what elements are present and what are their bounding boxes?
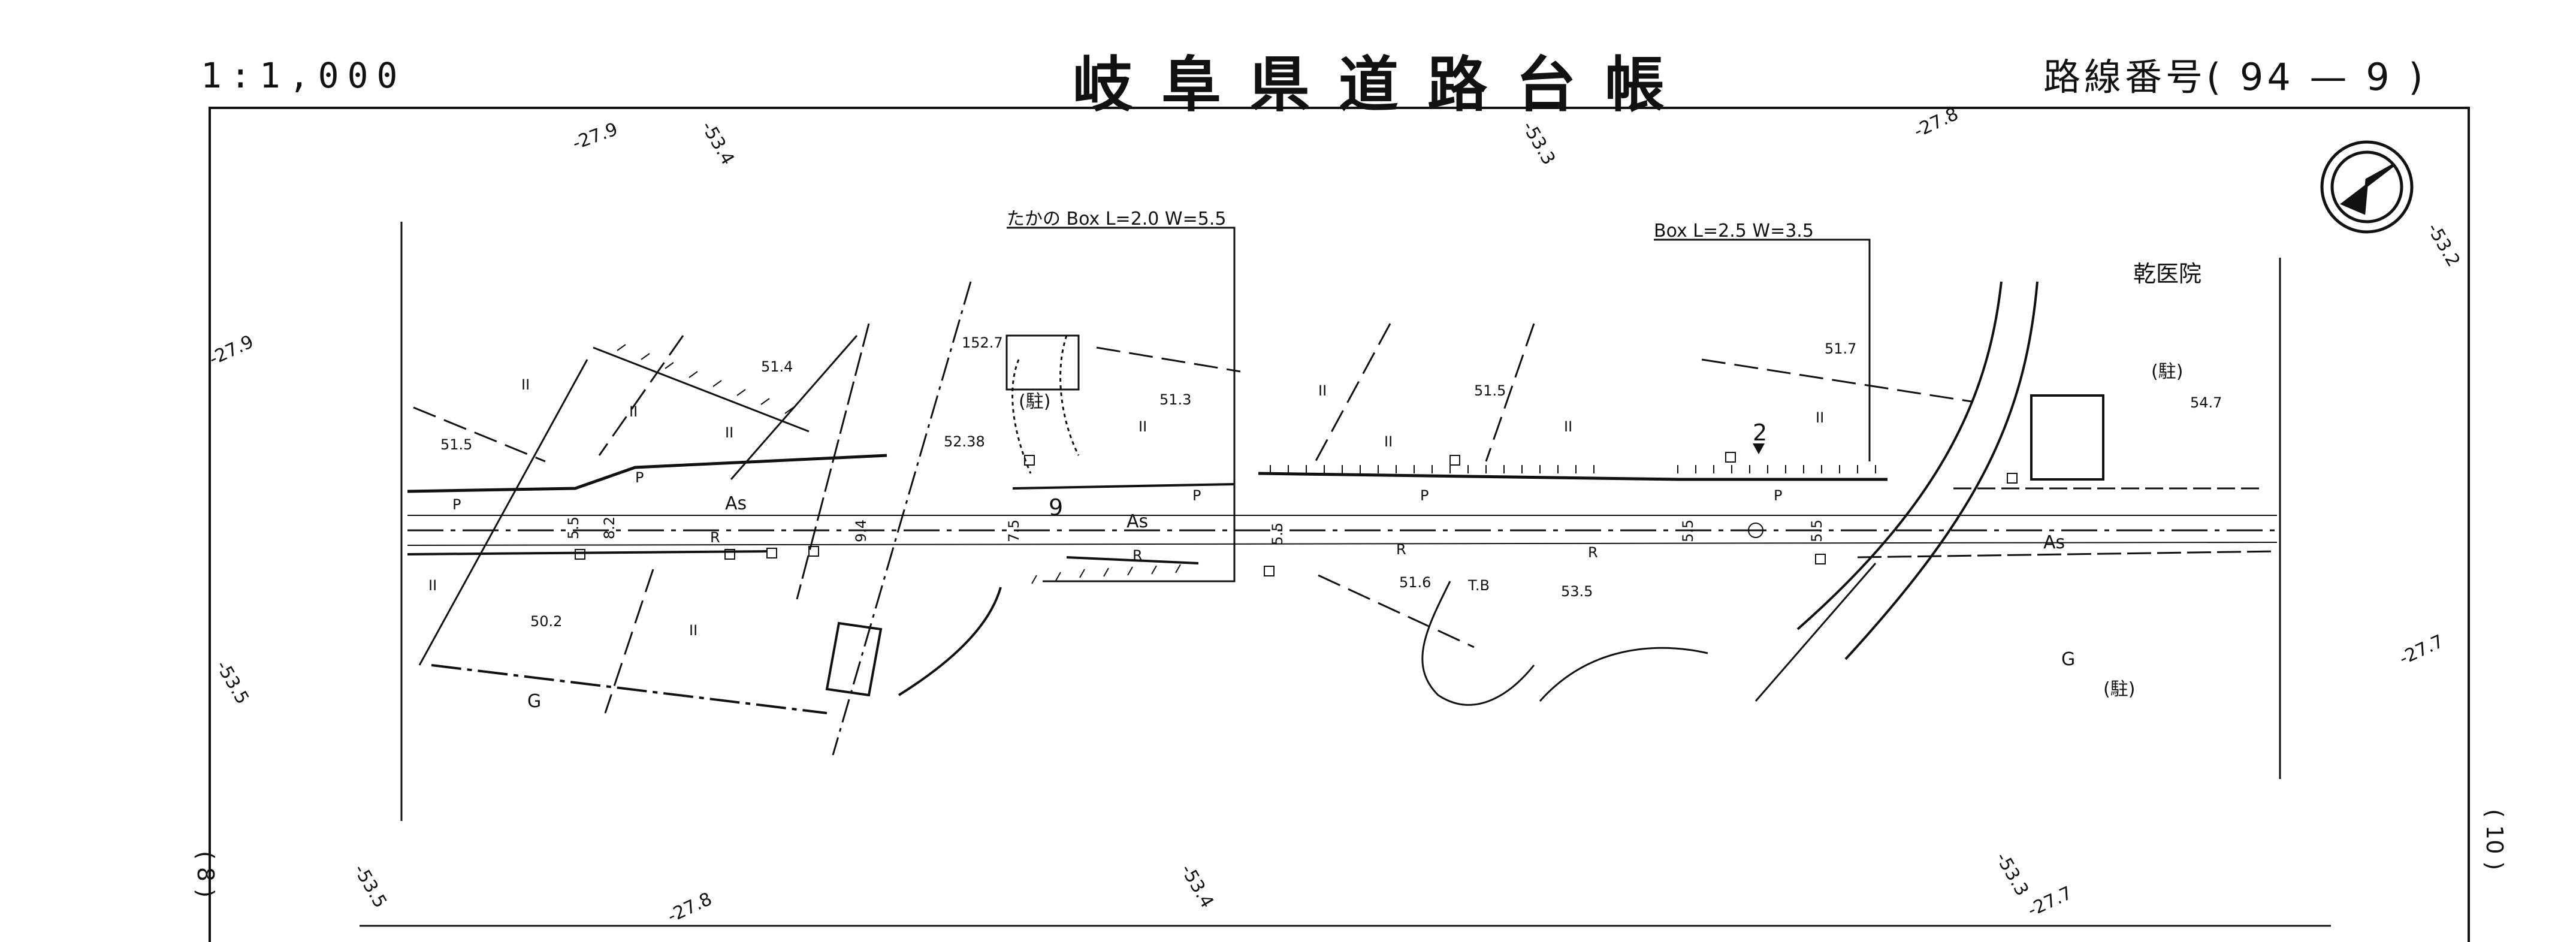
surface-label: As xyxy=(1127,511,1148,532)
elevation-label: 52.38 xyxy=(944,433,985,450)
grid-label: -27.9 xyxy=(206,331,257,370)
compass-icon xyxy=(2320,140,2414,234)
land-mark: II xyxy=(725,424,733,441)
grid-label: -53.4 xyxy=(1176,861,1218,912)
road-mark: R xyxy=(1133,547,1143,564)
land-mark: II xyxy=(428,577,437,594)
grid-label: -53.3 xyxy=(1991,849,2033,900)
tb-label: T.B xyxy=(1467,577,1490,594)
land-mark: II xyxy=(689,622,697,639)
fence-hatching xyxy=(617,344,1876,584)
sidewalk-mark: P xyxy=(452,496,461,513)
gutter-mark: G xyxy=(527,691,541,712)
grid-label: -27.8 xyxy=(665,889,715,928)
elevation-label: 50.2 xyxy=(530,613,562,630)
road-mark: R xyxy=(710,529,720,546)
elevation-label: 51.5 xyxy=(440,436,472,453)
elevation-label: 51.7 xyxy=(1825,340,1856,357)
width-label: 5.5 xyxy=(1808,520,1825,542)
hospital-label: 乾医院 xyxy=(2133,261,2201,287)
road-width-dimensions: 5.5 8.2 9.4 7.5 5.5 5.5 5.5 xyxy=(565,517,1825,545)
road-mark: R xyxy=(1588,544,1598,561)
grid-label: -53.3 xyxy=(1518,118,1559,169)
grid-label: -53.2 xyxy=(2423,220,2464,271)
utility-markers xyxy=(575,452,2018,576)
sidewalk-mark: P xyxy=(1774,487,1782,504)
elevation-label: 51.5 xyxy=(1474,382,1506,399)
elevation-points: 51.4 51.5 51.3 52.38 152.7 51.5 51.7 54.… xyxy=(440,334,2222,630)
width-label: 5.5 xyxy=(1269,523,1286,545)
land-mark: II xyxy=(521,376,530,393)
elevation-label: 53.5 xyxy=(1561,583,1593,600)
surface-label: As xyxy=(2043,532,2065,553)
gutter-mark: G xyxy=(2061,649,2075,670)
box-culvert-label: Box L=2.5 W=3.5 xyxy=(1654,221,1814,241)
box-culvert-label: たかの Box L=2.0 W=5.5 xyxy=(1007,209,1226,230)
elevation-label: 152.7 xyxy=(962,334,1003,351)
width-label: 5.5 xyxy=(1680,520,1696,542)
elevation-label: 51.3 xyxy=(1159,391,1191,408)
previous-sheet-label: ( 8 ) xyxy=(192,851,219,898)
land-mark: II xyxy=(1384,433,1393,450)
sidewalk-mark: P xyxy=(1420,487,1429,504)
grid-label: -53.5 xyxy=(212,657,253,708)
surface-label: As xyxy=(725,493,747,514)
station-marker-icon xyxy=(1753,443,1765,454)
width-label: 8.2 xyxy=(601,517,618,539)
parking-label: (駐) xyxy=(1019,391,1050,412)
road-mark: R xyxy=(1396,541,1406,558)
sidewalk-mark: P xyxy=(635,469,644,486)
width-label: 5.5 xyxy=(565,517,582,539)
grid-label: -27.7 xyxy=(2396,631,2447,670)
width-label: 9.4 xyxy=(853,520,869,542)
road-lines xyxy=(407,227,2278,756)
map-scale: 1:1,000 xyxy=(201,55,406,96)
elevation-label: 51.4 xyxy=(761,358,793,375)
land-mark: II xyxy=(629,403,638,420)
parking-label: (駐) xyxy=(2103,679,2135,700)
elevation-label: 54.7 xyxy=(2190,394,2222,411)
sidewalk-mark: P xyxy=(1192,487,1201,504)
grid-label: -27.8 xyxy=(1911,104,1962,143)
land-mark: II xyxy=(1564,418,1572,435)
parking-label: (駐) xyxy=(2151,361,2183,382)
width-label: 7.5 xyxy=(1005,520,1022,542)
station-number: 2 xyxy=(1753,419,1767,446)
elevation-label: 51.6 xyxy=(1399,574,1431,591)
land-mark: II xyxy=(1816,409,1824,426)
grid-label: -53.5 xyxy=(349,861,391,912)
grid-label: -27.9 xyxy=(570,119,621,154)
map-frame xyxy=(209,107,2470,942)
station-number: 9 xyxy=(1049,494,1063,521)
land-mark: II xyxy=(1138,418,1147,435)
next-sheet-label: ( 10 ) xyxy=(2481,809,2508,870)
land-mark: II xyxy=(1318,382,1327,399)
route-number: 路線番号( 94 — 9 ) xyxy=(2043,55,2427,99)
grid-label: -53.4 xyxy=(697,118,738,169)
